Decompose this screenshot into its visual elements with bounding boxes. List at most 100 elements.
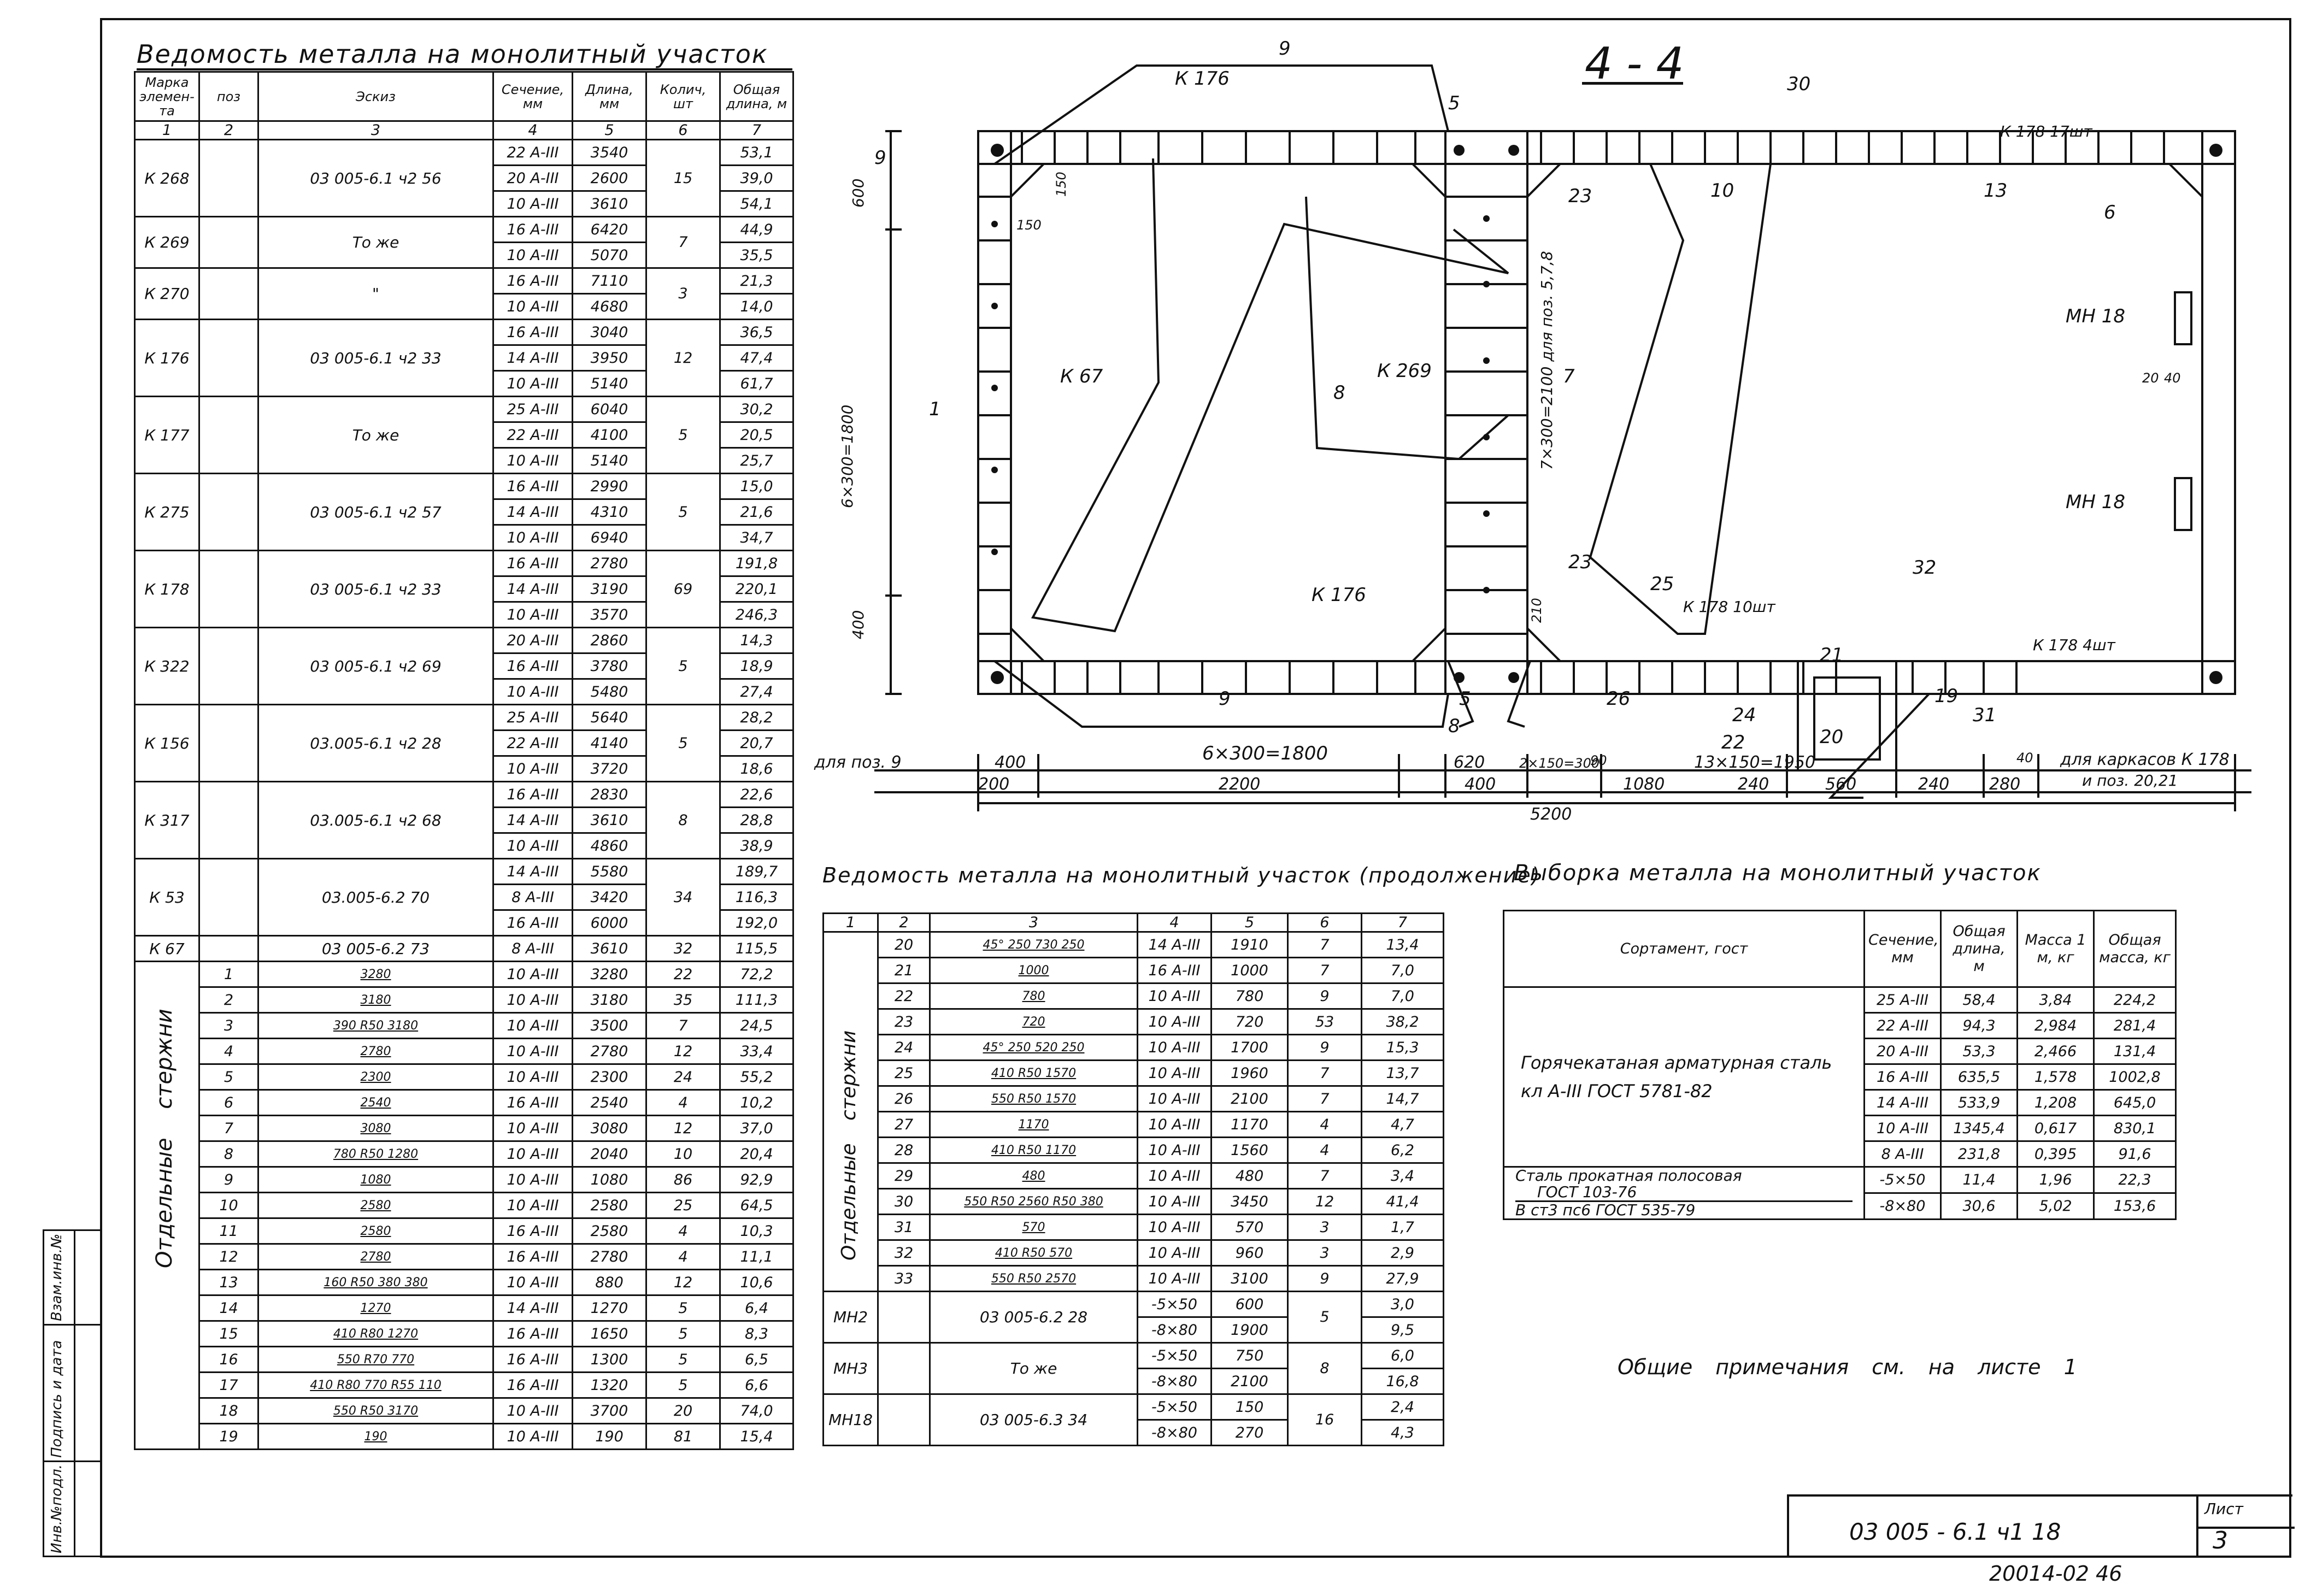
table3-cell: 830,1 xyxy=(2093,1115,2177,1142)
length-cell: 3700 xyxy=(572,1397,647,1424)
section-cell: 16 А-III xyxy=(492,319,573,346)
total-length-cell: 13,4 xyxy=(1361,931,1444,958)
section-cell: 8 А-III xyxy=(492,884,573,911)
pos-number: 25 xyxy=(877,1059,931,1087)
section-title: 4 - 4 xyxy=(1585,38,1684,89)
label-21: 21 xyxy=(1820,644,1843,666)
pos-number: 19 xyxy=(198,1423,259,1450)
section-cell: 10 А-III xyxy=(1137,1162,1212,1189)
section-cell: 10 А-III xyxy=(1137,1136,1212,1164)
total-length-cell: 74,0 xyxy=(719,1397,794,1424)
rod-sketch: 410 R50 570 xyxy=(929,1239,1138,1267)
quantity-cell: 7 xyxy=(645,1012,721,1039)
length-cell: 1650 xyxy=(572,1320,647,1347)
element-mark: К 178 xyxy=(134,550,200,628)
dim-b1-400: 400 xyxy=(995,753,1026,772)
table3-cell: 3,84 xyxy=(2016,986,2095,1014)
dim-for-k178-b: и поз. 20,21 xyxy=(2082,772,2178,790)
table1-col-number: 4 xyxy=(492,120,573,140)
length-cell: 880 xyxy=(572,1269,647,1296)
total-length-cell: 8,3 xyxy=(719,1320,794,1347)
quantity-cell: 5 xyxy=(645,396,721,474)
label-k269: К 269 xyxy=(1377,360,1432,382)
section-cell: 14 А-III xyxy=(492,1294,573,1322)
length-cell: 5580 xyxy=(572,858,647,885)
rod-sketch: 45° 250 520 250 xyxy=(929,1034,1138,1061)
length-cell: 2580 xyxy=(572,1192,647,1219)
quantity-cell: 3 xyxy=(1287,1214,1362,1241)
section-outline xyxy=(977,130,2236,695)
quantity-cell: 7 xyxy=(1287,957,1362,984)
dim-b1-2x150: 2×150=300 xyxy=(1519,756,1600,771)
table3-cell: 22,3 xyxy=(2093,1166,2177,1194)
length-cell: 600 xyxy=(1210,1291,1289,1318)
sketch-ref: То же xyxy=(257,396,494,474)
total-length-cell: 15,4 xyxy=(719,1423,794,1450)
sketch-ref: 03.005-6.1 ч2 28 xyxy=(257,704,494,782)
dim-small-20a: 20 xyxy=(2142,370,2159,386)
label-8: 8 xyxy=(1333,382,1345,404)
rod-sketch: 550 R50 2570 xyxy=(929,1265,1138,1292)
rod-sketch: 3280 xyxy=(257,961,494,988)
total-length-cell: 28,2 xyxy=(719,704,794,731)
length-cell: 3280 xyxy=(572,961,647,988)
section-cell: 10 А-III xyxy=(492,1166,573,1193)
total-length-cell: 10,2 xyxy=(719,1089,794,1116)
length-cell: 1700 xyxy=(1210,1034,1289,1061)
total-length-cell: 15,3 xyxy=(1361,1034,1444,1061)
length-cell: 5140 xyxy=(572,370,647,397)
total-length-cell: 18,9 xyxy=(719,652,794,680)
rod-sketch: 1270 xyxy=(257,1294,494,1322)
table1-col-number: 2 xyxy=(198,120,259,140)
length-cell: 3540 xyxy=(572,139,647,166)
quantity-cell: 4 xyxy=(645,1243,721,1270)
length-cell: 6000 xyxy=(572,909,647,937)
sketch-ref: " xyxy=(257,267,494,320)
total-length-cell: 28,8 xyxy=(719,806,794,834)
sketch-ref: 03 005-6.2 73 xyxy=(257,935,494,962)
rod-sketch: 780 xyxy=(929,982,1138,1010)
length-cell: 2780 xyxy=(572,1038,647,1065)
dim-b2-1080: 1080 xyxy=(1623,775,1665,794)
section-cell: 16 А-III xyxy=(492,1089,573,1116)
section-cell: -8×80 xyxy=(1137,1419,1212,1446)
section-cell: 10 А-III xyxy=(492,190,573,217)
sketch-ref: 03 005-6.3 34 xyxy=(929,1393,1138,1446)
table3-cell: 11,4 xyxy=(1940,1166,2018,1194)
table2-col-number: 4 xyxy=(1137,912,1212,933)
table1-header-cell: Длина, мм xyxy=(572,71,647,122)
section-cell: 16 А-III xyxy=(492,1243,573,1270)
total-length-cell: 14,7 xyxy=(1361,1085,1444,1112)
label-k176-top: К 176 xyxy=(1175,68,1230,90)
table1-header-cell: Марка элемен- та xyxy=(134,71,200,122)
quantity-cell: 4 xyxy=(1287,1111,1362,1138)
section-cell: 10 А-III xyxy=(492,1063,573,1091)
section-cell: 10 А-III xyxy=(492,1140,573,1168)
rod-sketch: 190 xyxy=(257,1423,494,1450)
dim-for-k178: для каркасов К 178 xyxy=(2060,750,2230,769)
label-mh18-b: МН 18 xyxy=(2066,491,2125,513)
element-mark: К 317 xyxy=(134,781,200,859)
quantity-cell: 7 xyxy=(1287,1085,1362,1112)
section-cell: 10 А-III xyxy=(492,961,573,988)
dim-b2-240a: 240 xyxy=(1738,775,1769,794)
pos-cell xyxy=(198,935,259,962)
